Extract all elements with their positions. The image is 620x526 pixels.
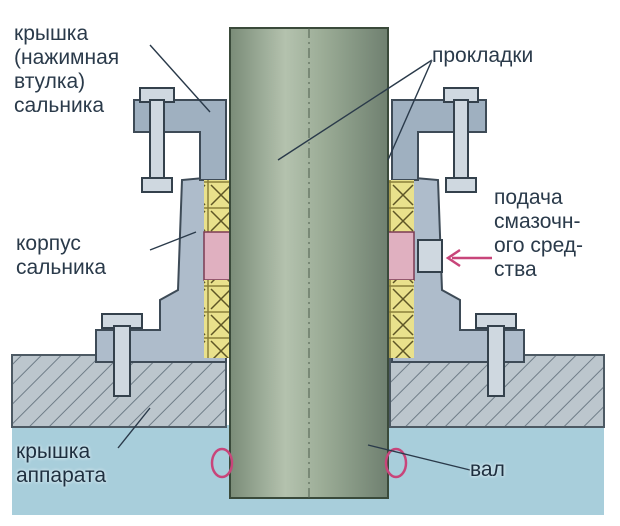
gland-body-right xyxy=(391,174,525,363)
gland-body-left xyxy=(95,174,227,363)
label-shaft: вал xyxy=(470,458,505,481)
leader-lines xyxy=(117,44,471,471)
arrow-icon xyxy=(445,248,492,268)
label-cover-gland: крышка (нажимная втулка) сальника xyxy=(14,22,120,117)
bolt-icon xyxy=(101,87,517,397)
label-gaskets: прокладки xyxy=(432,44,534,67)
label-lubricant-supply: подача смазочн- ого сред- ства xyxy=(494,186,584,281)
gland-cover-right xyxy=(391,99,487,181)
label-gland-body: корпус сальника xyxy=(16,232,107,279)
packing-rings-left xyxy=(203,180,231,358)
gland-cover-left xyxy=(133,99,227,181)
label-apparatus-cover: крышка аппарата xyxy=(16,440,107,487)
packing-rings-right xyxy=(387,180,415,358)
shaft-seal-rings xyxy=(210,447,408,479)
